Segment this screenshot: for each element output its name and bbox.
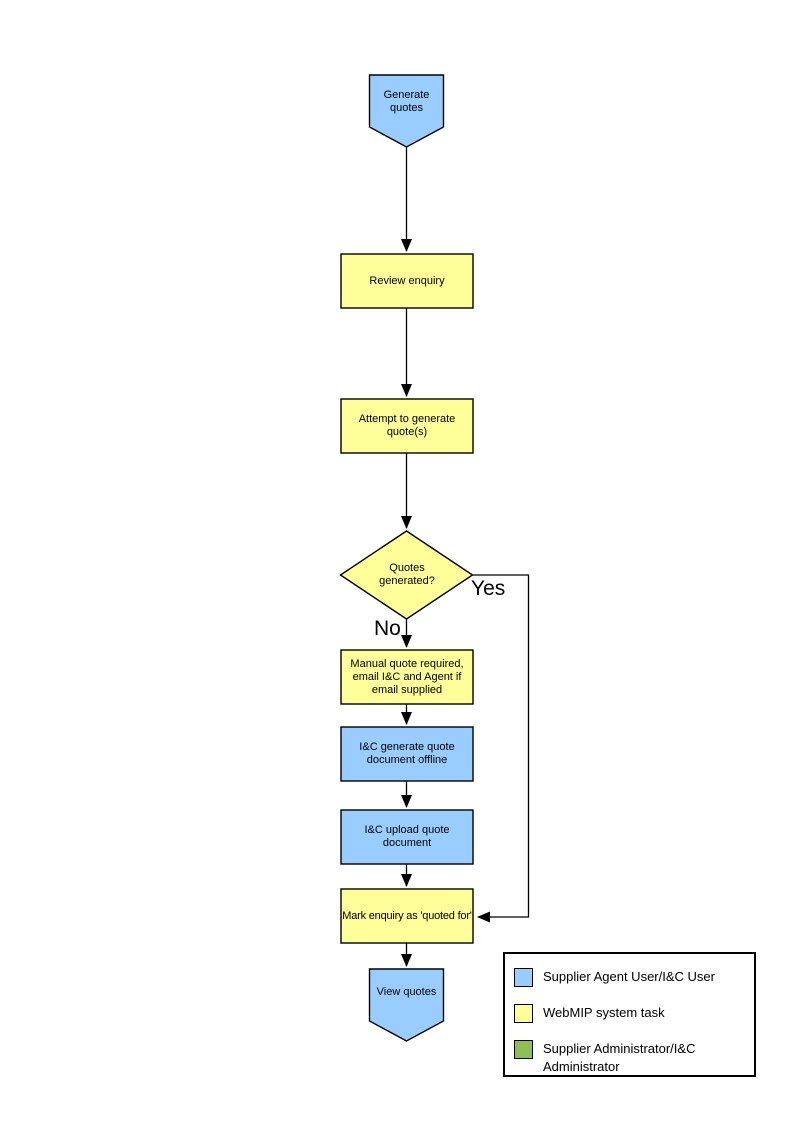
node-review-enquiry-label: Review enquiry [369,274,445,287]
legend-label-webmip-task: WebMIP system task [543,1005,665,1020]
node-view-quotes-label: View quotes [376,985,437,998]
node-quotes-generated-diamond [339,530,474,620]
legend-item-supplier-agent: Supplier Agent User/I&C User [514,968,754,987]
legend-item-webmip-task: WebMIP system task [514,1004,754,1023]
node-mark-enquiry-shape [340,888,474,944]
edge-label-yes: Yes [471,577,506,600]
edge-label-no: No [374,617,401,640]
legend-item-supplier-admin: Supplier Administrator/I&C Administrator [514,1040,754,1076]
node-review-enquiry-shape [340,253,474,309]
node-ic-upload-shape [340,809,474,865]
node-view-quotes-shape [368,968,445,1042]
node-generate-quotes-shape [368,74,445,148]
edge-decision-yes-path [472,574,530,923]
node-manual-quote-label: Manual quote required, email I&C and Age… [350,657,464,696]
node-attempt-generate-label: Attempt to generate quote(s) [358,413,456,438]
node-ic-generate-offline-label: I&C generate quote document offline [359,741,455,766]
legend-swatch-green-icon [514,1040,533,1059]
legend-swatch-blue-icon [514,968,533,987]
node-mark-enquiry-label: Mark enquiry as 'quoted for' [342,909,472,922]
node-quotes-generated-label: Quotes generated? [379,562,435,587]
node-ic-generate-offline-shape [340,726,474,782]
legend-swatch-yellow-icon [514,1004,533,1023]
legend-box: Supplier Agent User/I&C User WebMIP syst… [503,952,756,1077]
legend-label-supplier-agent: Supplier Agent User/I&C User [543,969,715,984]
node-ic-upload-label: I&C upload quote document [364,824,450,849]
legend-label-supplier-admin: Supplier Administrator/I&C Administrator [543,1041,696,1074]
node-attempt-generate-shape [340,398,474,454]
node-generate-quotes-label: Generate quotes [383,89,430,114]
node-manual-quote-shape [340,649,474,705]
